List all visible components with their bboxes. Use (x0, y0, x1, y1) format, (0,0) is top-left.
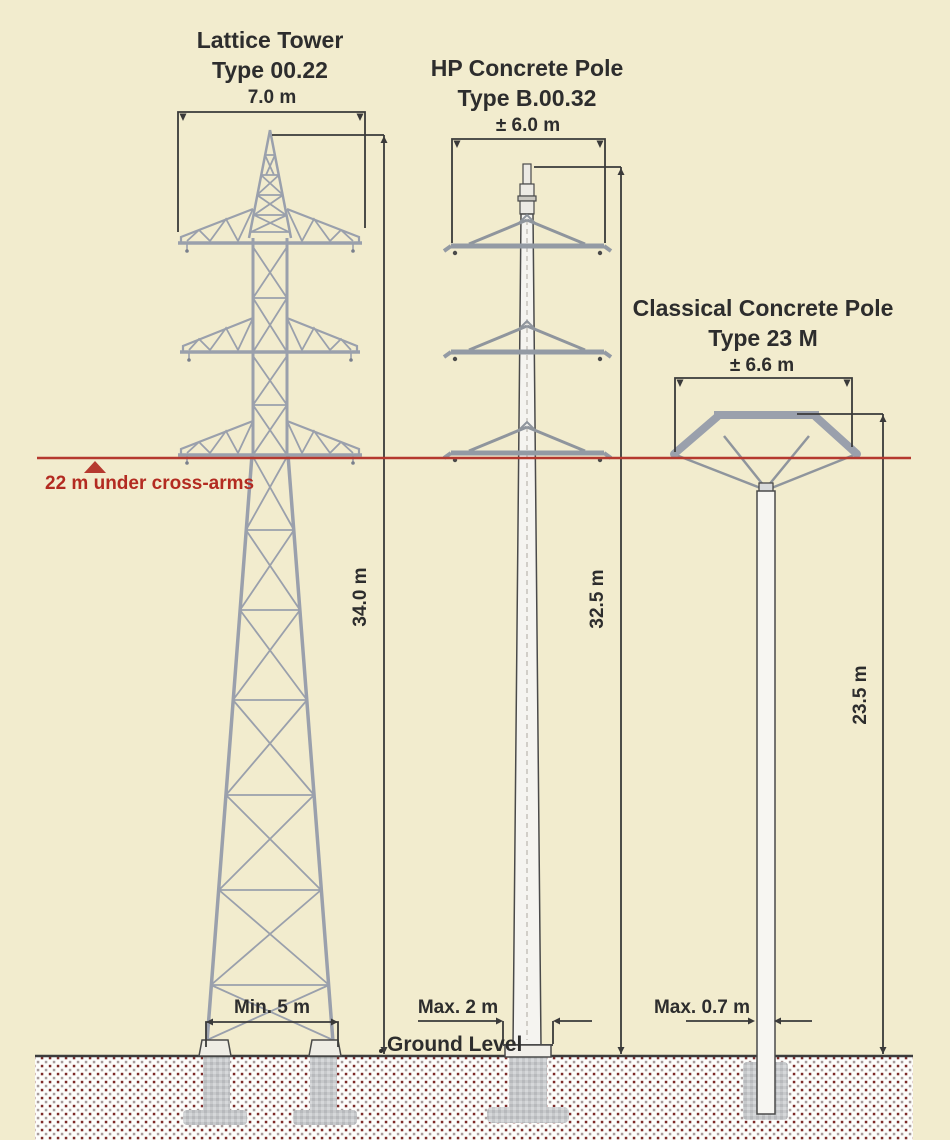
lattice-base-dim (205, 1021, 339, 1047)
classical-base-label: Max. 0.7 m (654, 997, 750, 1018)
lattice-leg-cap-left (198, 1039, 232, 1057)
hp-height-label: 32.5 m (587, 569, 608, 628)
lattice-tower (178, 129, 362, 1057)
lattice-title-line2: Type 00.22 (212, 57, 328, 83)
classical-title-line1: Classical Concrete Pole (633, 295, 894, 321)
hp-height-line (534, 166, 622, 1054)
hp-pole-finial (517, 163, 537, 215)
classical-width-bracket (674, 377, 853, 452)
lattice-tower-foundations (183, 1056, 357, 1125)
reference-marker-icon (84, 461, 106, 473)
hp-title-line1: HP Concrete Pole (431, 55, 624, 81)
lattice-mast-chords (251, 238, 289, 455)
lattice-height-label: 34.0 m (350, 567, 371, 626)
hp-pole-base-cap (504, 1044, 552, 1058)
lattice-crossarm-1 (178, 207, 362, 253)
lattice-legs (205, 454, 335, 1043)
lattice-crossarm-2 (180, 316, 360, 362)
ground-section (35, 1054, 913, 1140)
lattice-pyramid-lattice (250, 154, 290, 233)
hp-pole-foundation (487, 1056, 569, 1123)
classical-height-label: 23.5 m (850, 665, 871, 724)
classical-pole-shaft (756, 490, 776, 1115)
classical-concrete-pole (670, 411, 861, 1115)
hp-width-label: ± 6.0 m (496, 115, 560, 136)
hp-base-dim (418, 1020, 592, 1044)
lattice-body-bracing (206, 454, 334, 1041)
lattice-mast-bracing (252, 246, 288, 456)
hp-concrete-pole (442, 163, 613, 1058)
classical-width-label: ± 6.6 m (730, 355, 794, 376)
classical-height-line (797, 413, 884, 1054)
classical-title-line2: Type 23 M (708, 325, 818, 351)
hp-base-label: Max. 2 m (418, 997, 498, 1018)
reference-line-label: 22 m under cross-arms (45, 473, 254, 494)
reference-line-group (37, 456, 911, 473)
lattice-leg-cap-right (308, 1039, 342, 1057)
hp-crossarm-2 (442, 319, 613, 362)
hp-crossarm-1 (442, 213, 613, 256)
classical-head-struts (675, 435, 855, 491)
hp-width-bracket (451, 138, 606, 243)
lattice-pyramid-chords (247, 129, 293, 239)
lattice-width-label: 7.0 m (248, 87, 297, 108)
hp-title-line2: Type B.00.32 (458, 85, 597, 111)
ground-level-label: Ground Level (387, 1033, 522, 1056)
classical-head-arms (670, 413, 861, 458)
labels: Lattice Tower Type 00.22 7.0 m 34.0 m Mi… (45, 27, 893, 1056)
lattice-width-bracket (177, 111, 366, 232)
dimension-annotations (177, 111, 887, 1054)
lattice-base-label: Min. 5 m (234, 997, 310, 1018)
lattice-height-line (272, 134, 385, 1054)
lattice-title-line1: Lattice Tower (197, 27, 344, 53)
ground-level-dot (379, 1049, 383, 1053)
